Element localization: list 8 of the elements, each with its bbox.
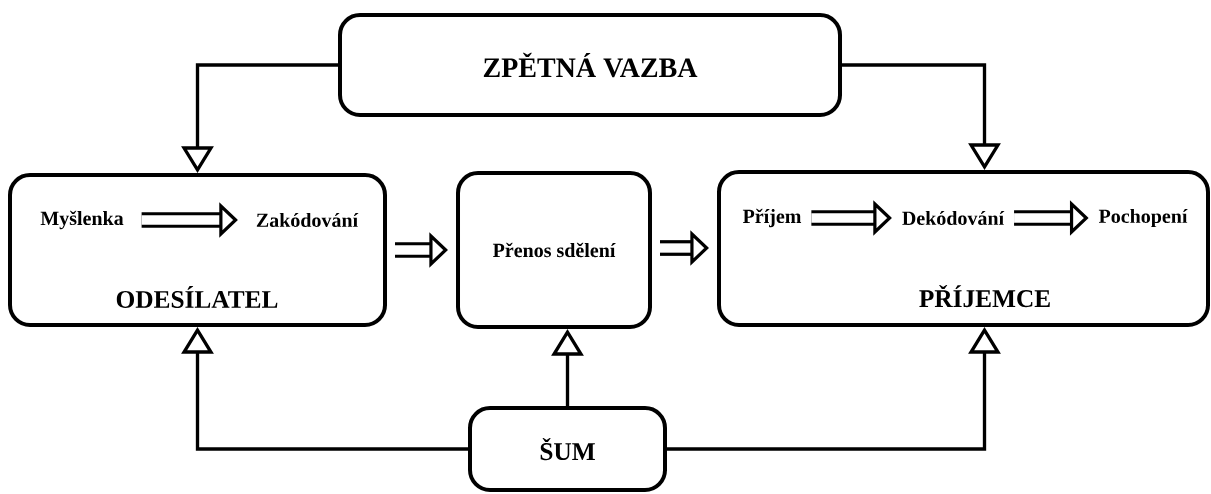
process-box: Přenos sdělení xyxy=(456,171,652,329)
step-text: Zakódování xyxy=(256,212,359,228)
step-text: Pochopení xyxy=(1098,208,1188,228)
step-text: Dekódování xyxy=(902,210,1005,226)
process-box: ZPĚTNÁ VAZBA xyxy=(338,13,842,117)
step-text: Příjem xyxy=(742,208,802,228)
step-text: Myšlenka xyxy=(40,210,124,230)
process-box: ŠUM xyxy=(468,406,667,492)
